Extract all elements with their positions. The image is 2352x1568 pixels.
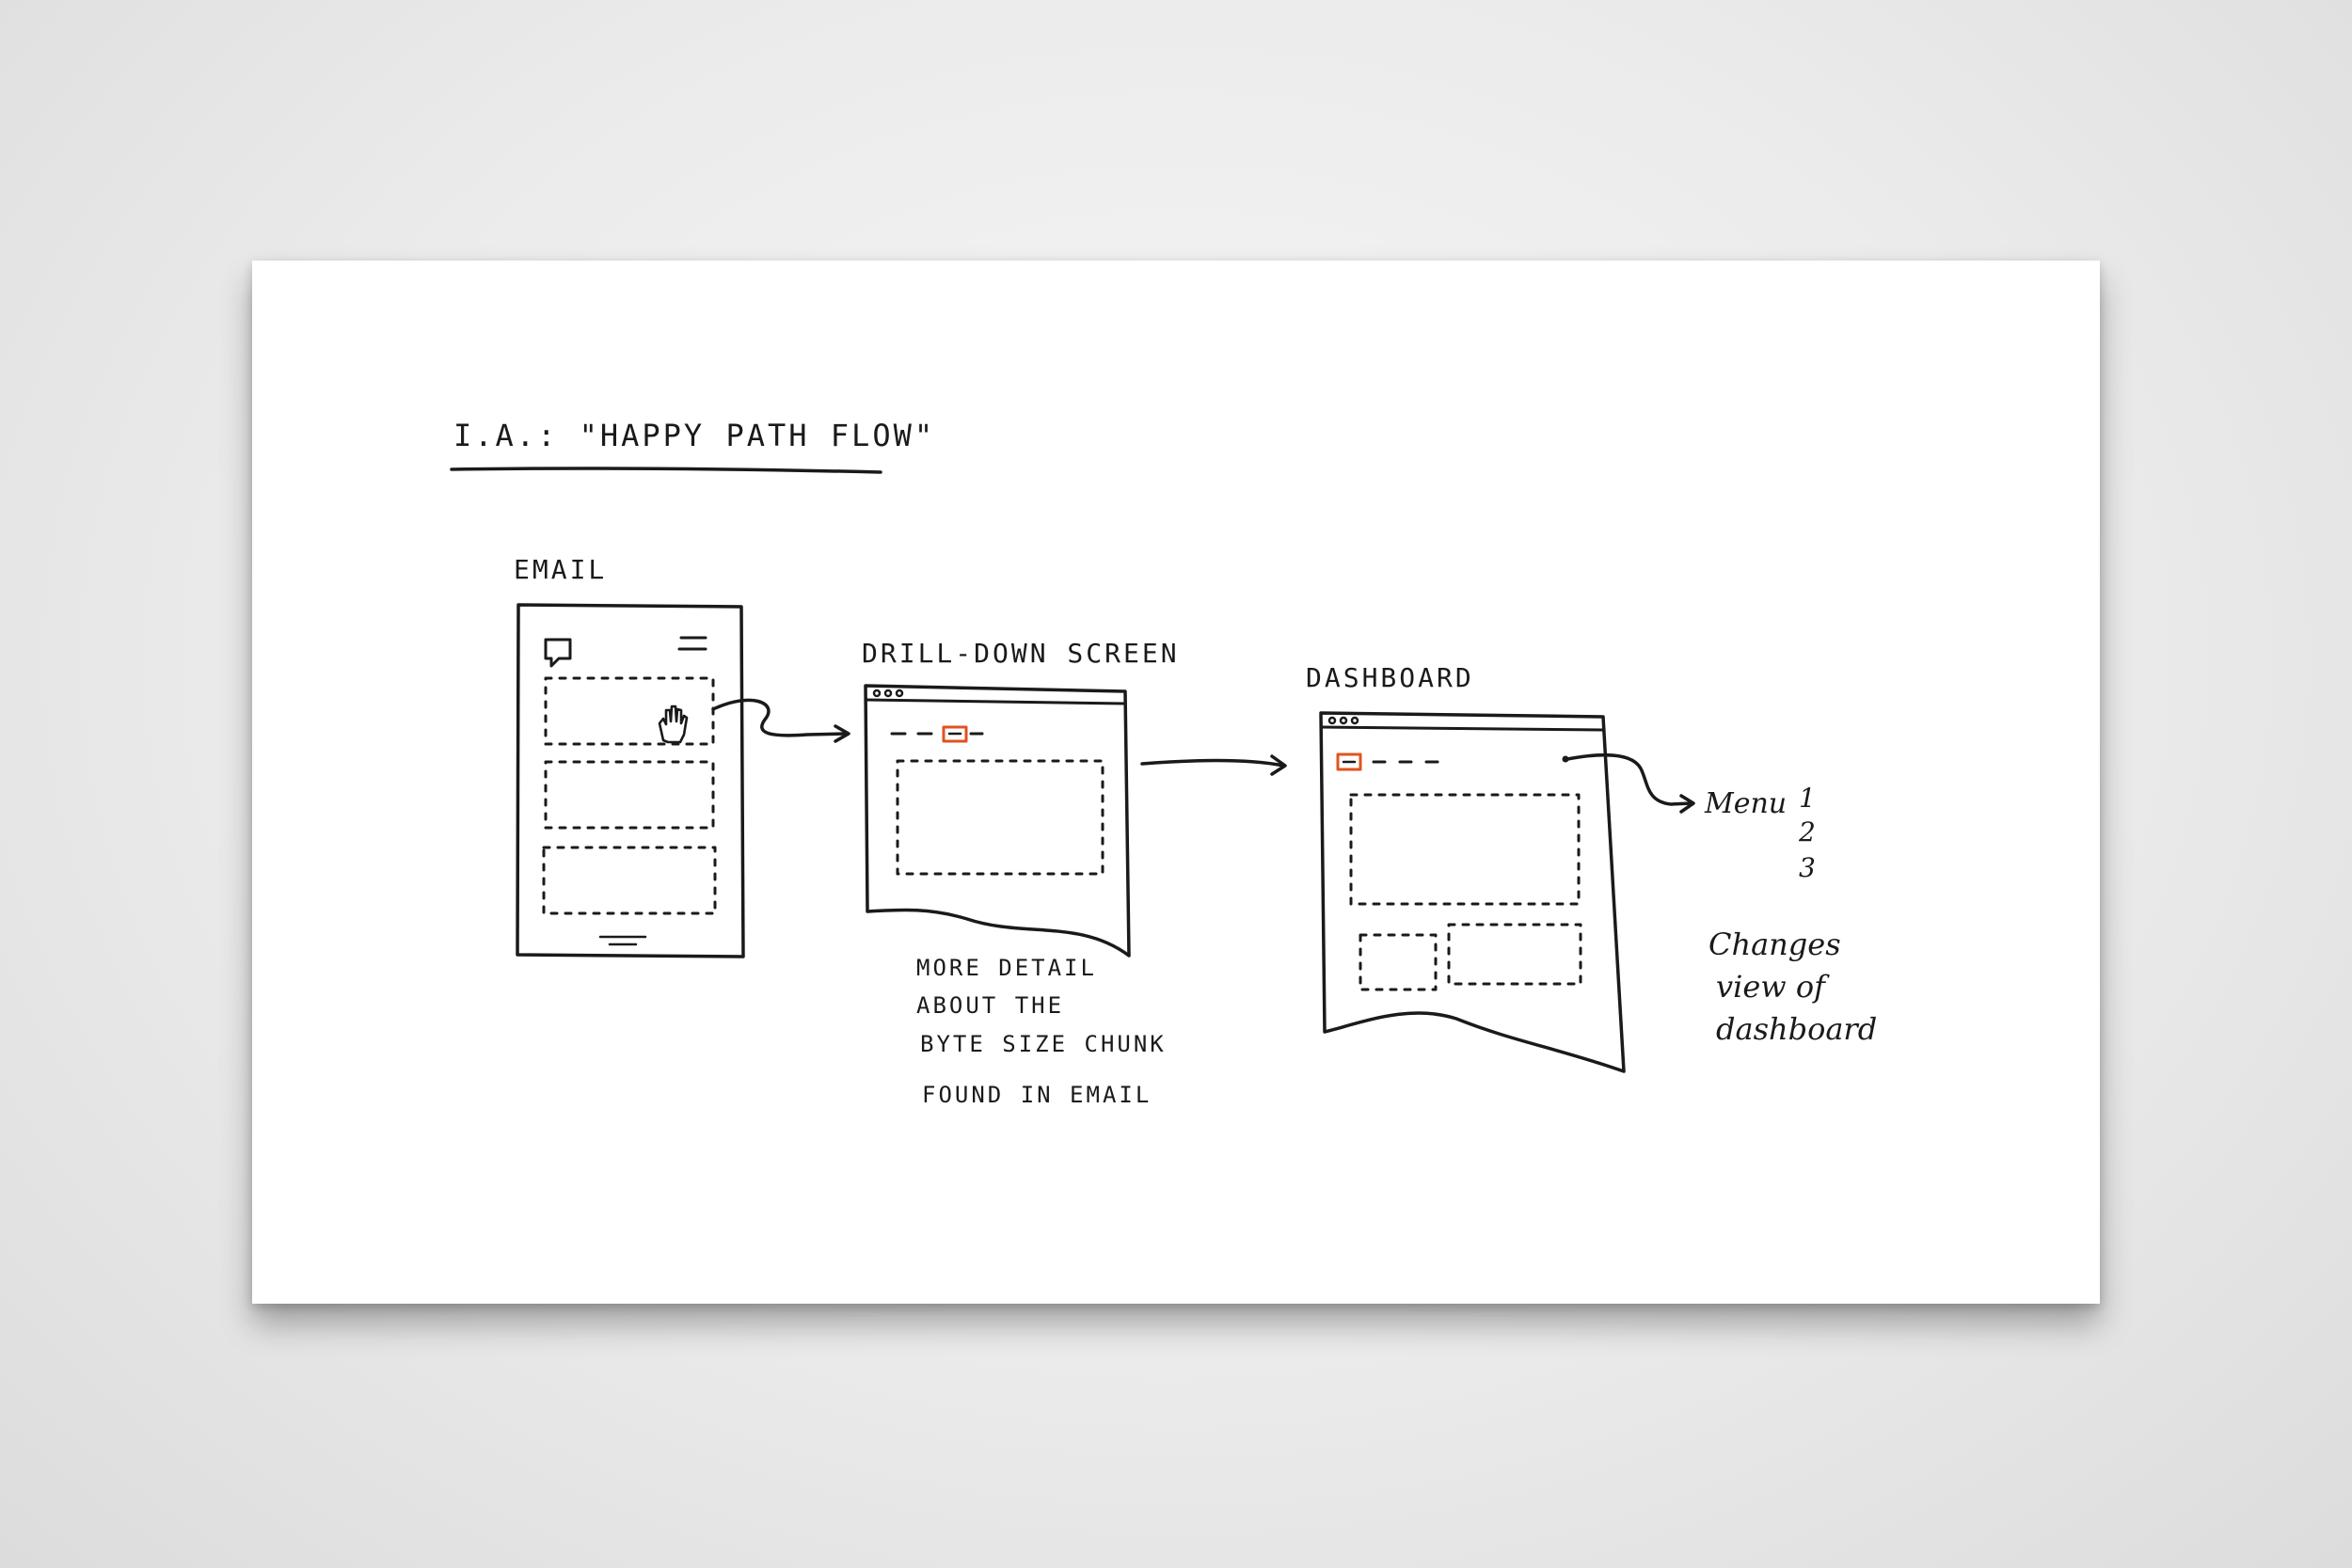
arrow-email-to-drilldown [711,698,849,737]
email-card-1 [544,676,715,746]
svg-text:ABOUT THE: ABOUT THE [916,992,1064,1019]
drilldown-browser-wireframe [864,684,1131,958]
drilldown-label: DRILL-DOWN SCREEN [862,638,1180,669]
svg-text:Changes: Changes [1708,927,1841,962]
sketch-paper: I.A.: "HAPPY PATH FLOW" EMAIL DRILL-DOWN… [252,261,2100,1304]
svg-text:view of: view of [1716,969,1830,1005]
menu-item-1: 1 [1799,783,1816,814]
email-phone-wireframe [516,603,745,958]
svg-text:FOUND IN EMAIL: FOUND IN EMAIL [922,1082,1152,1108]
drilldown-content-area [896,759,1104,876]
chat-icon [544,638,572,668]
arrow-dashboard-to-menu [1565,752,1693,806]
dashboard-label: DASHBOARD [1306,662,1474,693]
email-card-3 [542,846,717,915]
hamburger-icon [677,636,707,651]
svg-text:BYTE SIZE CHUNK: BYTE SIZE CHUNK [920,1031,1167,1057]
drilldown-note: MORE DETAIL ABOUT THE BYTE SIZE CHUNK FO… [916,955,1167,1108]
menu-item-2: 2 [1798,816,1816,847]
dashboard-panel-small-2 [1447,923,1582,986]
dashboard-panel-small-1 [1359,933,1438,991]
diagram-title: I.A.: "HAPPY PATH FLOW" [453,418,935,453]
email-card-2 [544,760,715,830]
svg-text:MORE DETAIL: MORE DETAIL [916,955,1097,981]
hand-cursor-icon [658,705,689,744]
menu-list: Menu 1 2 3 [1704,783,1816,883]
home-indicator [598,935,647,946]
email-label: EMAIL [514,554,607,585]
happy-path-flow-diagram: I.A.: "HAPPY PATH FLOW" EMAIL DRILL-DOWN… [450,418,1877,1108]
dashboard-browser-wireframe [1319,711,1626,1073]
dashboard-main-panel [1349,793,1581,906]
dashboard-active-tab [1336,752,1362,771]
svg-text:dashboard: dashboard [1716,1011,1877,1047]
menu-note: Changes view of dashboard [1708,927,1877,1047]
drilldown-active-tab [942,725,968,743]
menu-label: Menu [1704,787,1787,820]
title-underline [450,467,882,474]
dashboard-menu-dot [1562,755,1569,763]
arrow-drilldown-to-dashboard [1140,758,1285,768]
menu-item-3: 3 [1799,852,1816,883]
